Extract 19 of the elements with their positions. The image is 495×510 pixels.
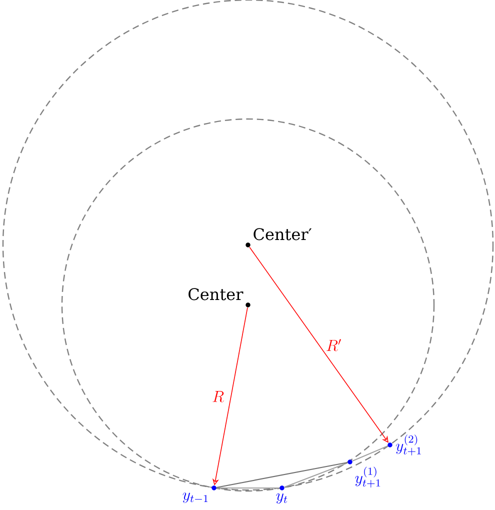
data-point: $y_{t-1}$	[182, 486, 216, 503]
node-label: Center′	[254, 228, 312, 240]
node-label: $y_t$	[276, 493, 288, 504]
center-point: Center′	[246, 228, 312, 248]
arrow	[249, 246, 388, 443]
node-label: $y_{t+1}^{(2)}$	[396, 434, 421, 456]
edge-label: $R$	[210, 390, 226, 404]
line	[284, 462, 348, 488]
node-label: Center	[188, 288, 244, 300]
center-point: Center	[188, 288, 250, 308]
line	[216, 487, 280, 489]
edge-label: $R'$	[324, 338, 344, 352]
line	[352, 446, 388, 462]
node-label: $y_{t+1}^{(1)}$	[355, 466, 380, 488]
data-point: $y_{t+1}^{(1)}$	[348, 460, 380, 488]
line	[216, 462, 348, 488]
node-label: $y_{t-1}$	[182, 492, 208, 503]
data-point: $y_{t+1}^{(2)}$	[388, 434, 421, 456]
data-point: $y_t$	[276, 486, 288, 504]
